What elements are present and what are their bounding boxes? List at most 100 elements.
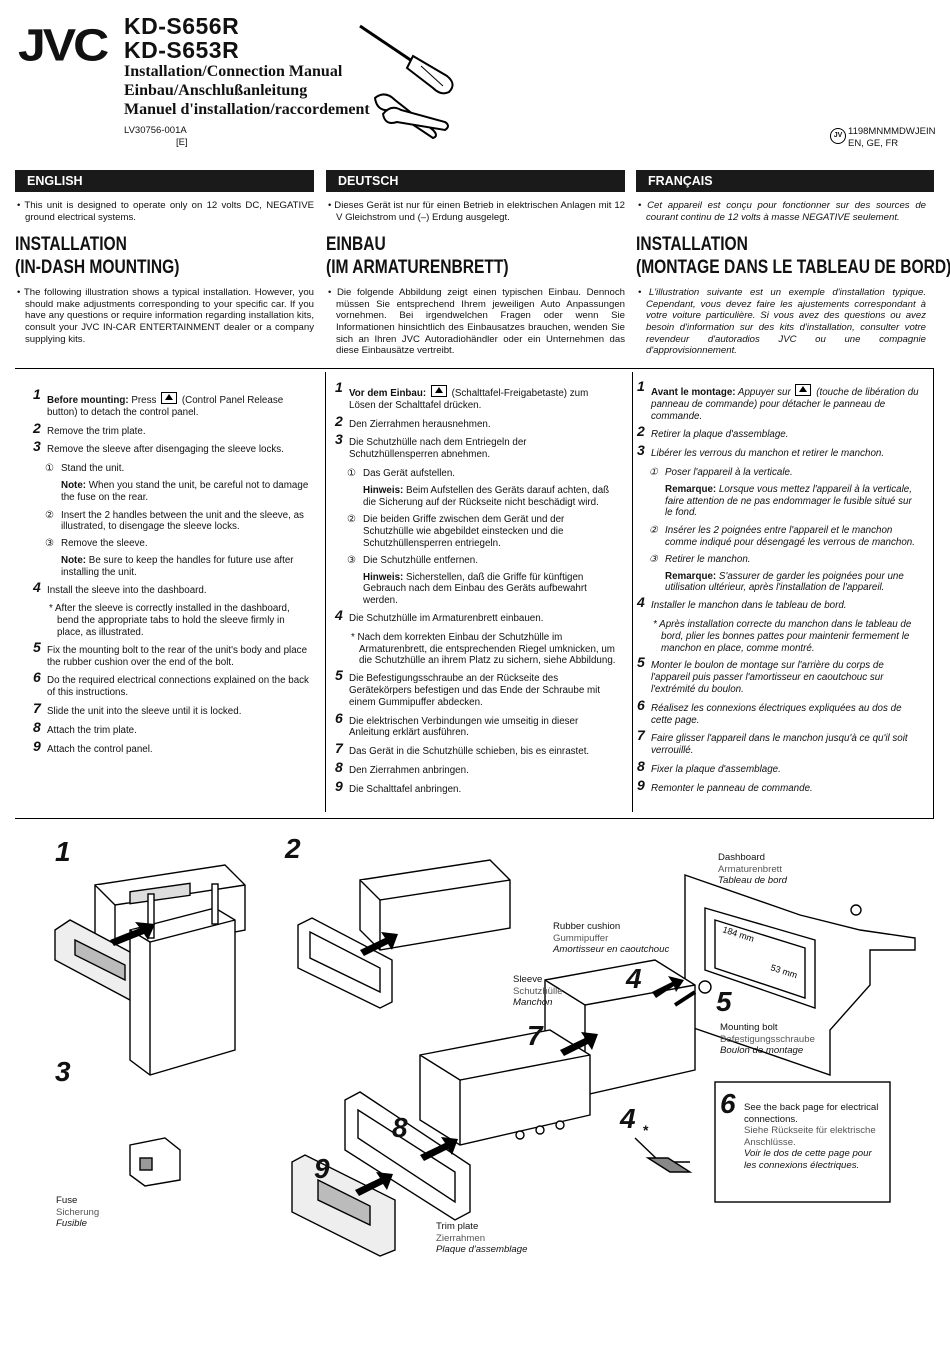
panel-release-icon xyxy=(795,384,812,396)
steps-frame-top xyxy=(15,368,934,369)
print-code: 1198MNMMDWJEIN xyxy=(848,126,936,137)
deutsch-intro-section: • Dieses Gerät ist nur für einen Betrieb… xyxy=(326,200,625,357)
francais-intro-section: • Cet appareil est conçu pour fonctionne… xyxy=(636,200,950,357)
steps-divider-1 xyxy=(325,372,326,812)
francais-heading-2: (MONTAGE DANS LE TABLEAU DE BORD) xyxy=(636,257,950,279)
model-name-2: KD-S653R xyxy=(124,37,240,63)
figure-number-5: 5 xyxy=(716,986,732,1017)
main-unit-icon xyxy=(419,1029,591,1146)
jvc-logo: JVC xyxy=(18,19,109,71)
figure-number-3: 3 xyxy=(55,1056,71,1087)
steps-frame-bottom xyxy=(15,818,934,819)
language-codes: EN, GE, FR xyxy=(848,138,899,149)
dashboard-icon xyxy=(684,874,916,1076)
figure-1-control-panel-icon xyxy=(54,919,146,1001)
francais-step-3-note: Remarque: Lorsque vous mettez l'appareil… xyxy=(665,483,912,519)
english-step-4-star: * After the sleeve is correctly installe… xyxy=(49,603,290,638)
figure-number-2: 2 xyxy=(285,833,301,864)
steps-divider-2 xyxy=(632,372,633,812)
deutsch-step-3-note2: Hinweis: Sicherstellen, daß die Griffe f… xyxy=(363,571,587,607)
figure-number-7: 7 xyxy=(527,1020,543,1051)
deutsch-body: • Die folgende Abbildung zeigt einen typ… xyxy=(328,287,625,357)
deutsch-step-3-note: Hinweis: Beim Aufstellen des Geräts dara… xyxy=(363,484,610,508)
francais-body: • L'illustration suivante est un exemple… xyxy=(638,287,926,357)
figure-3-fuse-icon xyxy=(129,1137,181,1187)
figure-number-8: 8 xyxy=(392,1112,408,1143)
english-heading-1: INSTALLATION xyxy=(15,234,127,256)
arrows xyxy=(110,922,684,1196)
title-german: Einbau/Anschlußanleitung xyxy=(124,82,308,99)
document-code: LV30756-001A xyxy=(124,125,187,136)
panel-release-icon xyxy=(161,392,178,404)
model-name-1: KD-S656R xyxy=(124,13,240,39)
english-step-3-note: Note: When you stand the unit, be carefu… xyxy=(61,479,309,503)
installation-illustration: 184 mm 53 mm xyxy=(54,859,916,1257)
figure-star: * xyxy=(643,1122,649,1138)
deutsch-heading-2: (IM ARMATURENBRETT) xyxy=(326,257,509,279)
figure-2-trim-plate-icon xyxy=(297,917,393,1009)
figure-3-unit-icon xyxy=(129,883,236,1076)
francais-bar: FRANÇAIS xyxy=(636,170,934,192)
panel-release-icon xyxy=(430,385,447,397)
francais-step-4-star: * Après installation correcte du manchon… xyxy=(653,618,912,654)
deutsch-intro: • Dieses Gerät ist nur für einen Betrieb… xyxy=(328,200,625,223)
tools-icon xyxy=(359,24,454,140)
english-body: • The following illustration shows a typ… xyxy=(17,287,314,345)
english-intro-section: • This unit is designed to operate only … xyxy=(15,200,314,345)
pliers-icon xyxy=(373,93,449,140)
figure-number-6: 6 xyxy=(720,1088,736,1119)
trim-plate-icon xyxy=(344,1091,471,1221)
steps-frame-right xyxy=(933,368,934,818)
english-heading-2: (IN-DASH MOUNTING) xyxy=(15,257,180,279)
francais-step-3-note2: Remarque: S'assurer de garder les poigné… xyxy=(665,570,904,594)
francais-heading-1: INSTALLATION xyxy=(636,234,748,256)
region-code: [E] xyxy=(176,137,188,148)
control-panel-icon xyxy=(291,1154,396,1257)
figure-2-unit-icon xyxy=(359,859,511,951)
title-french: Manuel d'installation/raccordement xyxy=(124,101,370,118)
deutsch-heading-1: EINBAU xyxy=(326,234,386,256)
english-bar: ENGLISH xyxy=(15,170,314,192)
figure-number-9: 9 xyxy=(314,1153,330,1184)
title-english: Installation/Connection Manual xyxy=(124,63,343,80)
callout-box xyxy=(714,1081,891,1203)
figure-number-4: 4 xyxy=(626,963,642,994)
screwdriver-icon xyxy=(359,24,454,95)
